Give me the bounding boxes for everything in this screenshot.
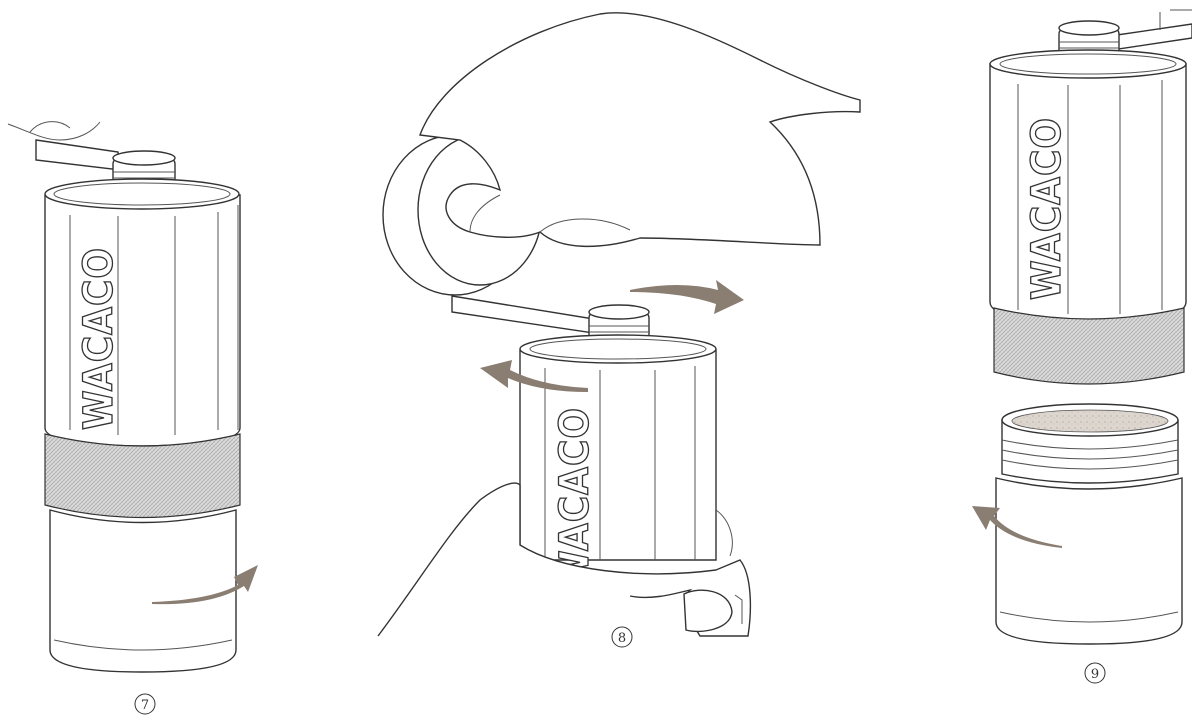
step-8-upper-hand-icon	[420, 13, 860, 247]
step-7-grinder-body: WACACO	[45, 179, 240, 446]
step-7-number-badge: 7	[135, 694, 155, 714]
step-9-coffee-grounds	[1012, 410, 1168, 432]
step-9-number: 9	[1091, 667, 1099, 682]
step-9-number-badge: 9	[1085, 663, 1105, 683]
step-8-crank-arm	[452, 296, 600, 334]
step-7-hand-icon	[8, 122, 100, 140]
step-8-panel: WACACO 8	[378, 13, 860, 647]
step-8-number: 8	[618, 631, 626, 646]
step-7-number: 7	[141, 698, 149, 713]
step-7-catch-cup	[50, 510, 236, 672]
step-9-panel: WACACO 9	[972, 10, 1192, 683]
step-9-catch-cup	[996, 404, 1182, 644]
step-9-grinder-body: WACACO	[990, 50, 1186, 323]
step-8-grinder-body: WACACO	[520, 335, 716, 590]
step-7-brand-label: WACACO	[76, 247, 122, 430]
step-9-crank-arm	[1110, 24, 1192, 50]
step-9-knurled-ring	[994, 308, 1184, 384]
step-8-number-badge: 8	[612, 627, 632, 647]
step-7-crank-arm	[36, 140, 120, 170]
step-7-panel: WACACO 7	[8, 122, 258, 714]
step-9-brand-label: WACACO	[1024, 117, 1070, 300]
step-7-knurled-ring	[45, 434, 240, 518]
